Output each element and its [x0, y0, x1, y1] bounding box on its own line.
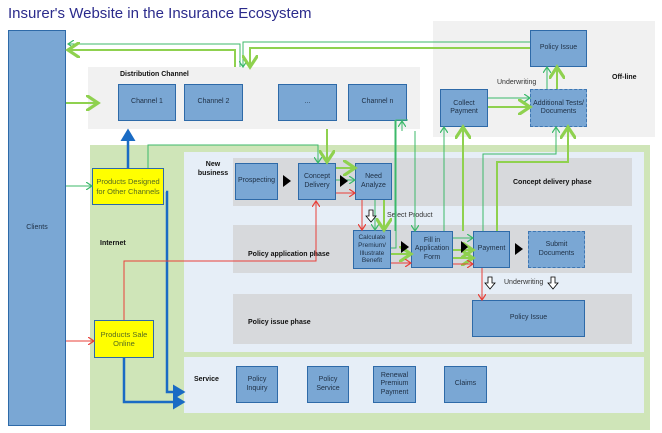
- channel-label: Channel 1: [131, 98, 163, 106]
- policy-issue-box: Policy Issue: [472, 300, 585, 337]
- fill-application-box: Fill in Application Form: [411, 231, 453, 268]
- channel-box: Channel n: [348, 84, 407, 121]
- calculate-premium-box: Calculate Premium/ Illustrate Benefit: [353, 230, 391, 269]
- service-item-label: Claims: [454, 380, 477, 388]
- service-item-label: Policy Service: [316, 376, 340, 392]
- policy-issue-phase-label: Policy issue phase: [248, 319, 311, 326]
- service-label: Service: [194, 376, 219, 383]
- offline-underwriting-label: Underwriting: [497, 79, 537, 86]
- collect-payment-box: Collect Payment: [440, 89, 488, 127]
- service-item-box: Claims: [444, 366, 487, 403]
- offline-label: Off-line: [612, 74, 637, 81]
- channel-label: Channel n: [361, 98, 394, 106]
- channel-box: Channel 2: [184, 84, 243, 121]
- service-item-label: Policy Inquiry: [246, 376, 268, 392]
- service-item-box: Policy Service: [307, 366, 349, 403]
- connector-line: [68, 50, 236, 67]
- additional-tests-box: Additional Tests/ Documents: [530, 89, 587, 127]
- channel-label: ...: [304, 98, 311, 106]
- products-sale-online-box: Products Sale Online: [94, 320, 154, 358]
- prospecting-box: Prospecting: [235, 163, 278, 200]
- internet-label: Internet: [100, 240, 126, 247]
- step-label: Calculate Premium/ Illustrate Benefit: [358, 233, 386, 265]
- step-label: Submit Documents: [538, 241, 575, 257]
- offline-policy-issue-box: Policy Issue: [530, 30, 587, 67]
- distribution-channel-label: Distribution Channel: [120, 71, 189, 78]
- submit-documents-box: Submit Documents: [528, 231, 585, 268]
- new-business-label: New business: [197, 161, 229, 178]
- policy-application-phase-label: Policy application phase: [248, 251, 330, 258]
- concept-delivery-phase-label: Concept delivery phase: [513, 179, 592, 186]
- step-label: Need Analyze: [361, 173, 386, 189]
- service-item-box: Policy Inquiry: [236, 366, 278, 403]
- channel-label: Channel 2: [197, 98, 230, 106]
- service-item-box: Renewal Premium Payment: [373, 366, 416, 403]
- products-other-channels-label: Products Designed for Other Channels: [96, 177, 160, 196]
- policy-issue-label: Policy Issue: [509, 314, 548, 322]
- select-product-label: Select Product: [387, 212, 433, 219]
- underwriting-label: Underwriting: [504, 279, 544, 286]
- payment-box: Payment: [473, 231, 510, 268]
- products-sale-online-label: Products Sale Online: [100, 329, 148, 348]
- connector-line: [68, 44, 241, 67]
- collect-payment-label: Collect Payment: [450, 99, 478, 115]
- concept-delivery-box: Concept Delivery: [298, 163, 336, 200]
- channel-box: Channel 1: [118, 84, 176, 121]
- channel-box: ...: [278, 84, 337, 121]
- step-label: Payment: [477, 245, 506, 253]
- clients-label: Clients: [26, 223, 48, 231]
- step-label: Concept Delivery: [303, 173, 331, 189]
- need-analyze-box: Need Analyze: [355, 163, 392, 200]
- diagram-title: Insurer's Website in the Insurance Ecosy…: [8, 5, 312, 22]
- service-item-label: Renewal Premium Payment: [380, 371, 409, 396]
- additional-tests-label: Additional Tests/ Documents: [533, 99, 584, 115]
- products-other-channels-box: Products Designed for Other Channels: [92, 168, 164, 205]
- step-label: Prospecting: [238, 177, 275, 185]
- step-label: Fill in Application Form: [414, 236, 450, 261]
- offline-policy-issue-label: Policy Issue: [539, 44, 578, 52]
- clients-box: Clients: [8, 30, 66, 426]
